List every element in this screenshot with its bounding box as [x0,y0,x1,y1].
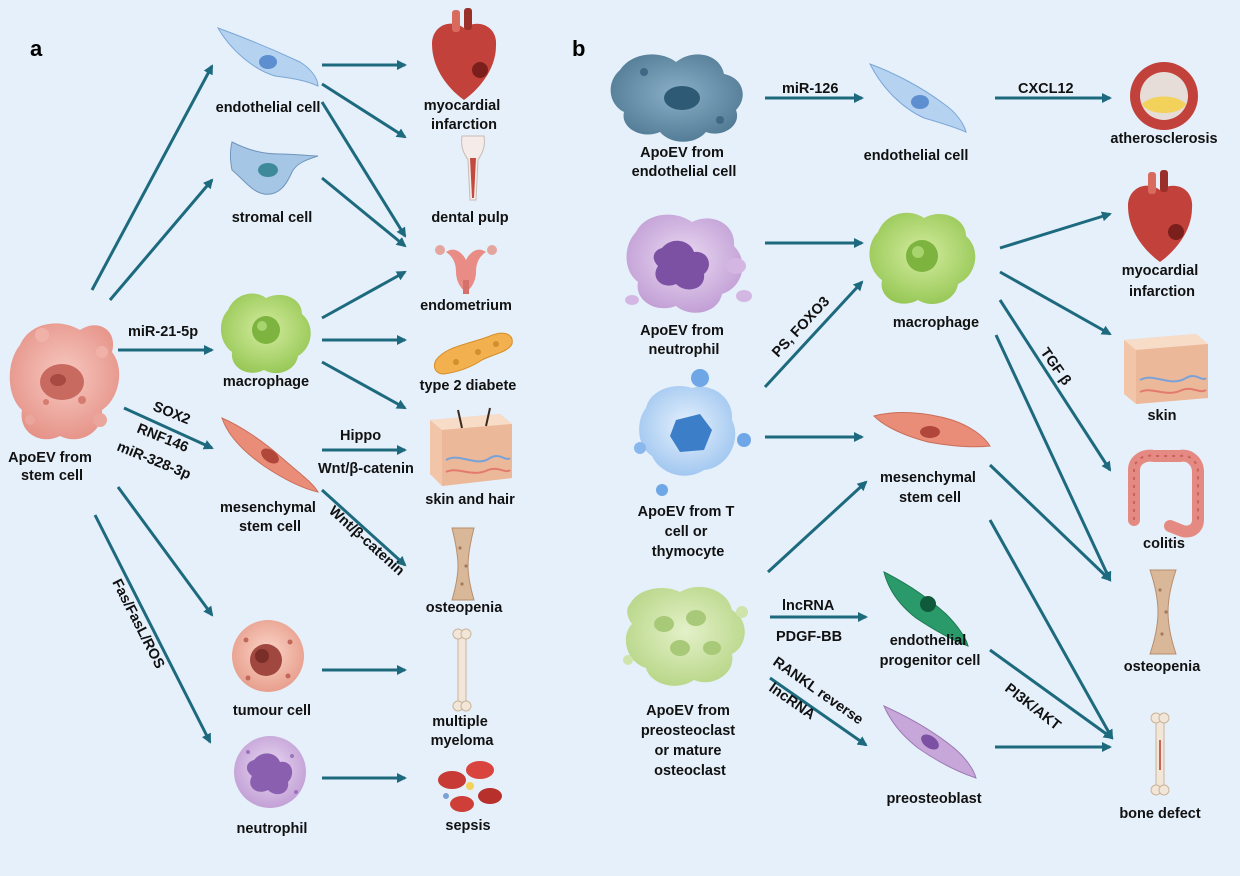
label-mir21: miR-21-5p [128,324,198,340]
osteoclast-apoev-illustration [623,586,748,686]
mesenchymal-stem-cell-illustration-a [221,417,320,493]
bone-osteopenia-icon-a [451,527,475,601]
outcome-skin-label: skin [1147,408,1176,424]
blood-cells-icon [438,761,502,812]
epc-illustration [883,571,969,647]
source-endothelial-label: ApoEV from endothelial cell [632,145,737,180]
artery-icon [1130,62,1198,130]
label-hippo: Hippo [340,428,381,444]
label-pi3k-akt: PI3K/AKT [1002,681,1064,734]
label-mir126: miR-126 [782,81,838,97]
tumour-cell-illustration [232,620,304,692]
outcome-sepsis-label: sepsis [445,818,490,834]
heart-icon-b [1128,170,1193,262]
bone-osteopenia-icon-b [1149,569,1177,655]
label-wnt-1: Wnt/β-catenin [318,461,414,477]
source-tcell-label: ApoEV from T cell or thymocyte [638,504,739,560]
long-bone-icon-b [1150,712,1170,796]
label-fas-fasl-ros: Fas/FasL/ROS [108,577,167,672]
outcome-mi-label-a: myocardial infarction [424,98,505,133]
stromal-cell-illustration [230,141,319,195]
outcome-dental-pulp-label: dental pulp [431,210,508,226]
cell-endothelial-label: endothelial cell [216,100,321,116]
outcome-atherosclerosis-label: atherosclerosis [1110,131,1217,147]
colon-icon [1128,449,1204,538]
cell-epc-label: endothelial progenitor cell [880,633,981,669]
endothelial-cell-illustration-a [216,27,319,87]
macrophage-illustration-a [220,293,311,374]
panel-b-arrows [763,93,1114,752]
outcome-osteopenia-label-b: osteopenia [1124,659,1201,675]
heart-icon-a [432,8,497,100]
outcome-type2-diabete-label: type 2 diabete [420,378,517,394]
endothelial-apoev-illustration [610,54,743,142]
outcome-osteopenia-label-a: osteopenia [426,600,503,616]
label-lncrna-1: lncRNA [782,598,835,614]
cell-macrophage-label-b: macrophage [893,315,979,331]
cell-neutrophil-label-a: neutrophil [237,821,308,837]
outcome-skin-hair-label: skin and hair [425,492,515,508]
panel-a-label: a [30,36,43,61]
skin-icon [1124,334,1208,404]
neutrophil-apoev-illustration [625,214,752,313]
preosteoblast-illustration [883,705,977,779]
tooth-icon [461,135,485,201]
cell-macrophage-label-a: macrophage [223,374,309,390]
mesenchymal-stem-cell-illustration-b [873,412,991,448]
tcell-apoev-illustration [634,369,751,496]
panel-a-arrows [90,60,407,783]
outcome-multiple-myeloma-label: multiple myeloma [431,714,495,749]
label-cxcl12: CXCL12 [1018,81,1074,97]
skin-hair-icon [430,407,512,486]
cell-stromal-label: stromal cell [232,210,313,226]
cell-msc-label-a: mesenchymal stem cell [220,500,320,535]
panel-b-label: b [572,36,585,61]
outcome-mi-label-b: myocardial infarction [1122,263,1203,300]
label-ps-foxo3: PS, FOXO3 [769,294,833,361]
uterus-icon [435,245,497,294]
label-pdgf-bb: PDGF-BB [776,629,842,645]
source-osteoclast-label: ApoEV from preosteoclast or mature osteo… [641,703,739,779]
source-neutrophil-label: ApoEV from neutrophil [640,323,728,358]
outcome-bone-defect-label: bone defect [1119,806,1201,822]
macrophage-illustration-b [869,212,976,305]
outcome-endometrium-label: endometrium [420,298,512,314]
outcome-colitis-label: colitis [1143,536,1185,552]
cell-endothelial-label-b: endothelial cell [864,148,969,164]
cell-tumour-label: tumour cell [233,703,311,719]
cell-preosteoblast-label: preosteoblast [886,791,981,807]
stem-cell-apoev-illustration [9,323,120,440]
long-bone-icon-a [452,628,472,712]
pancreas-icon [433,332,513,375]
neutrophil-illustration-a [234,736,306,808]
cell-msc-label-b: mesenchymal stem cell [880,470,980,506]
source-stem-cell-label: ApoEV from stem cell [8,450,96,484]
endothelial-cell-illustration-b [868,63,967,133]
label-wnt-2: Wnt/β-catenin [325,503,407,579]
